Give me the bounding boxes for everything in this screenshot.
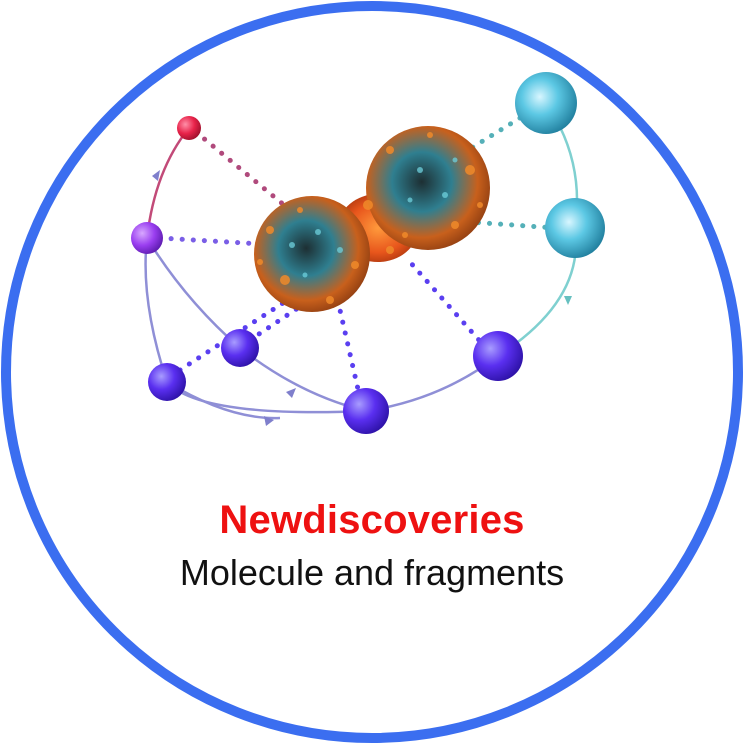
link-red-violet [145, 127, 190, 239]
node-cyan-top [515, 72, 577, 134]
node-blue-mid [221, 329, 259, 367]
node-violet [131, 222, 163, 254]
dividing-cell-icon [254, 126, 490, 312]
node-cyan-mid [545, 198, 605, 258]
node-red [177, 116, 201, 140]
caption-subtitle: Molecule and fragments [179, 552, 565, 593]
caption-title: Newdiscoveries [219, 498, 525, 542]
node-blue-bottom [343, 388, 389, 434]
node-blue-left [148, 363, 186, 401]
node-blue-right [473, 331, 523, 381]
arrow-markers [152, 170, 572, 426]
network-nodes [131, 72, 605, 434]
